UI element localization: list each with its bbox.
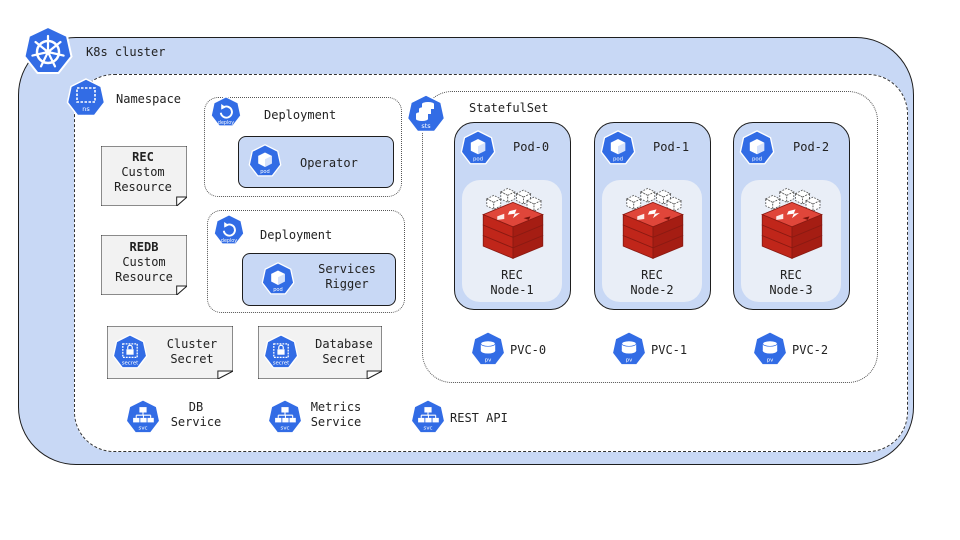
pod-icon-label: pod	[473, 157, 483, 163]
db-service-label: DB Service	[166, 400, 226, 430]
database-secret-line2: Secret	[322, 352, 366, 366]
rec-node-2-line2: Node-2	[630, 283, 674, 297]
redb-line2: Custom	[122, 255, 166, 269]
pod-icon: pod	[261, 262, 295, 296]
deploy-icon: deploy	[213, 214, 245, 246]
rec-line2: Custom	[121, 165, 165, 179]
pod-icon: pod	[739, 130, 775, 166]
pod-2-name: Pod-2	[793, 140, 830, 154]
deploy-icon-label: deploy	[221, 238, 237, 244]
pod-icon: pod	[600, 130, 636, 166]
kubernetes-helm-icon	[22, 25, 74, 77]
pod-icon: pod	[460, 130, 496, 166]
pvc-0-label: PVC-0	[510, 343, 547, 357]
services-rigger-pod-box	[242, 253, 396, 306]
database-secret-line1: Database	[315, 337, 373, 351]
service-icon: svc	[410, 399, 446, 435]
namespace-title: Namespace	[116, 92, 182, 106]
rest-api-label: REST API	[450, 411, 508, 425]
rec-node-3-label: REC Node-3	[741, 268, 841, 298]
pod-icon-label: pod	[752, 157, 762, 163]
rec-custom-resource: REC Custom Resource	[101, 146, 187, 206]
pv-icon-label: pv	[767, 358, 774, 364]
pod-icon-label: pod	[613, 157, 623, 163]
operator-label: Operator	[300, 156, 358, 170]
service-icon: svc	[267, 399, 303, 435]
cluster-title: K8s cluster	[86, 45, 166, 59]
pod-1-name: Pod-1	[653, 140, 690, 154]
secret-icon-label: secret	[273, 361, 290, 367]
db-service-line2: Service	[170, 415, 222, 429]
rec-line3: Resource	[114, 180, 172, 194]
pod-icon: pod	[248, 144, 282, 178]
statefulset-icon-label: sts	[421, 122, 431, 130]
statefulset-title: StatefulSet	[469, 101, 549, 115]
pv-icon-label: pv	[485, 358, 492, 364]
redis-logo-icon	[757, 186, 827, 266]
redb-line3: Resource	[115, 270, 173, 284]
pod-icon-label: pod	[260, 169, 270, 175]
rec-node-2-label: REC Node-2	[602, 268, 702, 298]
rec-node-2-line1: REC	[641, 268, 663, 282]
db-service-line1: DB	[188, 400, 204, 414]
rec-node-1-line2: Node-1	[490, 283, 534, 297]
redb-name: REDB	[129, 240, 159, 254]
database-secret-label: Database Secret	[306, 337, 382, 367]
cluster-secret-line2: Secret	[170, 352, 214, 366]
pod-icon-label: pod	[273, 287, 283, 293]
deploy-icon: deploy	[210, 96, 242, 128]
secret-icon: secret	[112, 334, 148, 370]
metrics-service-line2: Service	[310, 415, 362, 429]
deployment-title: Deployment	[260, 228, 333, 242]
service-icon-label: svc	[139, 426, 148, 432]
pv-icon-label: pv	[626, 358, 633, 364]
pvc-1-label: PVC-1	[651, 343, 688, 357]
redis-logo-icon	[478, 186, 548, 266]
rec-node-3-line1: REC	[780, 268, 802, 282]
deploy-icon-label: deploy	[218, 120, 234, 126]
secret-icon-label: secret	[122, 361, 139, 367]
services-rigger-line2: Rigger	[325, 277, 369, 291]
service-icon-label: svc	[281, 426, 290, 432]
cluster-secret-label: Cluster Secret	[157, 337, 227, 367]
namespace-icon: ns	[66, 78, 106, 118]
pv-icon: pv	[752, 331, 788, 367]
rec-name: REC	[132, 150, 154, 164]
secret-icon: secret	[263, 334, 299, 370]
pod-0-name: Pod-0	[513, 140, 550, 154]
metrics-service-line1: Metrics	[310, 400, 362, 414]
services-rigger-label: Services Rigger	[307, 262, 387, 292]
redis-logo-icon	[618, 186, 688, 266]
namespace-icon-label: ns	[82, 105, 90, 113]
statefulset-icon: sts	[406, 94, 446, 134]
service-icon: svc	[125, 399, 161, 435]
deployment-title: Deployment	[264, 108, 337, 122]
pv-icon: pv	[470, 331, 506, 367]
rec-node-1-label: REC Node-1	[462, 268, 562, 298]
rec-node-3-line2: Node-3	[769, 283, 813, 297]
metrics-service-label: Metrics Service	[306, 400, 366, 430]
services-rigger-line1: Services	[318, 262, 376, 276]
service-icon-label: svc	[424, 426, 433, 432]
pvc-2-label: PVC-2	[792, 343, 829, 357]
pv-icon: pv	[611, 331, 647, 367]
cluster-secret-line1: Cluster	[166, 337, 218, 351]
redb-custom-resource: REDB Custom Resource	[101, 235, 187, 295]
rec-node-1-line1: REC	[501, 268, 523, 282]
